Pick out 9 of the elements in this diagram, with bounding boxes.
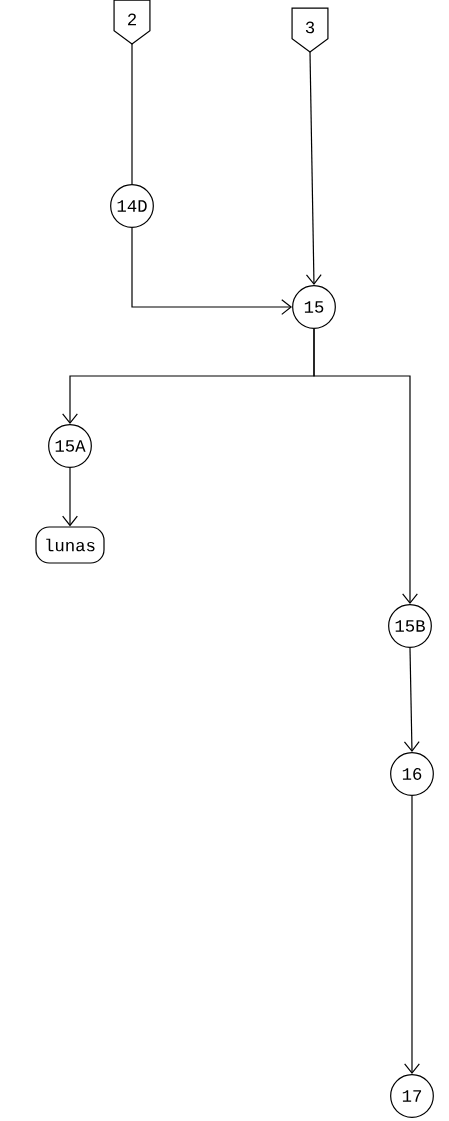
off-page-connector: 2 bbox=[113, 0, 151, 45]
arrow bbox=[305, 51, 322, 286]
arrow bbox=[404, 795, 420, 1075]
arrow bbox=[62, 467, 78, 527]
arrow bbox=[131, 227, 293, 315]
terminal-box: lunas bbox=[35, 526, 105, 564]
off-page-connector: 3 bbox=[291, 7, 329, 53]
arrow bbox=[403, 647, 420, 753]
arrow bbox=[313, 328, 418, 605]
